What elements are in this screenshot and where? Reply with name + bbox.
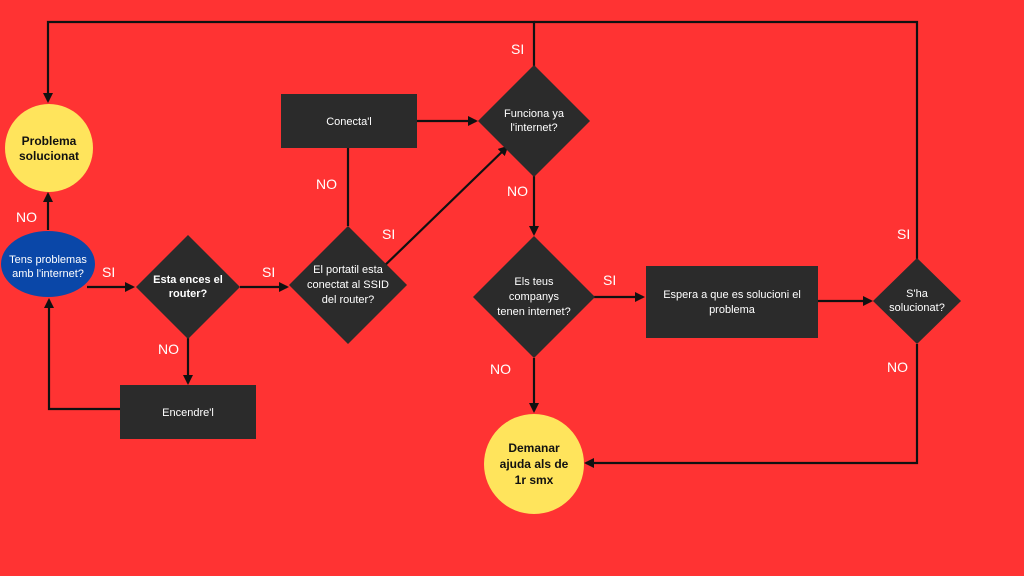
solved-line-1: Problema xyxy=(22,134,77,148)
svg-text:Funciona yal'internet?: Funciona ya l'internet? xyxy=(504,108,565,134)
mates-line-1: Els teus xyxy=(514,276,554,288)
ssid-line-3: del router? xyxy=(322,294,375,306)
edge-ssid-to-works xyxy=(377,145,509,273)
node-solved-q: S'ha solucionat? xyxy=(873,258,961,344)
edge-works-to-solved xyxy=(43,20,536,103)
wait-line-1: Espera a que es solucioni el xyxy=(663,289,801,301)
label-start-no: NO xyxy=(16,209,37,225)
works-line-2: l'internet? xyxy=(510,122,557,134)
label-works-no: NO xyxy=(507,183,528,199)
label-mates-no: NO xyxy=(490,361,511,377)
node-works: Funciona ya l'internet? xyxy=(478,65,590,177)
turnon-box xyxy=(120,385,256,439)
label-ssid-si: SI xyxy=(382,226,395,242)
wait-box xyxy=(646,266,818,338)
solvedq-diamond xyxy=(873,258,961,344)
solvedq-line-1: S'ha xyxy=(906,288,929,300)
router-line-2: router? xyxy=(169,288,208,300)
help-circle xyxy=(484,414,584,514)
mates-line-2: companys xyxy=(509,291,560,303)
label-solvedq-si: SI xyxy=(897,226,910,242)
ssid-line-2: conectat al SSID xyxy=(307,279,389,291)
node-start: Tens problemas amb l'internet? xyxy=(1,231,95,297)
help-line-1: Demanar xyxy=(508,441,560,455)
node-wait: Espera a que es solucioni el problema xyxy=(646,266,818,338)
mates-diamond xyxy=(473,236,595,358)
help-line-3: 1r smx xyxy=(515,473,554,487)
start-line-1: Tens problemas xyxy=(9,254,87,266)
ssid-diamond xyxy=(289,226,407,344)
label-router-no: NO xyxy=(158,341,179,357)
works-line-1: Funciona ya xyxy=(504,108,565,120)
wait-line-2: problema xyxy=(709,304,756,316)
edge-labels: NO SI SI NO NO SI SI NO SI NO SI NO xyxy=(16,41,910,377)
start-ellipse xyxy=(1,231,95,297)
start-line-2: amb l'internet? xyxy=(12,268,84,280)
node-ssid: El portatil esta conectat al SSID del rout… xyxy=(289,226,407,344)
connect-label: Conecta'l xyxy=(326,116,372,128)
solvedq-line-2: solucionat? xyxy=(889,302,945,314)
connect-box xyxy=(281,94,417,148)
node-help: Demanar ajuda als de 1r smx xyxy=(484,414,584,514)
solved-line-2: solucionat xyxy=(19,149,79,163)
mates-line-3: tenen internet? xyxy=(497,306,570,318)
node-router-on: Esta ences el router? xyxy=(136,235,240,339)
solved-circle xyxy=(5,104,93,192)
help-line-2: ajuda als de xyxy=(500,457,569,471)
edges xyxy=(43,20,919,468)
turnon-label: Encendre'l xyxy=(162,407,214,419)
label-mates-si: SI xyxy=(603,272,616,288)
label-works-si: SI xyxy=(511,41,524,57)
works-diamond xyxy=(478,65,590,177)
label-router-si: SI xyxy=(262,264,275,280)
edge-turnon-to-start xyxy=(44,298,120,411)
edge-solvedq-to-help xyxy=(584,344,919,468)
label-solvedq-no: NO xyxy=(887,359,908,375)
edge-solvedq-to-top xyxy=(534,20,919,259)
ssid-line-1: El portatil esta xyxy=(313,264,384,276)
node-connect: Conecta'l xyxy=(281,94,417,148)
node-mates: Els teus companys tenen internet? xyxy=(473,236,595,358)
label-ssid-no: NO xyxy=(316,176,337,192)
router-diamond xyxy=(136,235,240,339)
router-line-1: Esta ences el xyxy=(153,274,223,286)
label-start-si: SI xyxy=(102,264,115,280)
node-turn-on: Encendre'l xyxy=(120,385,256,439)
